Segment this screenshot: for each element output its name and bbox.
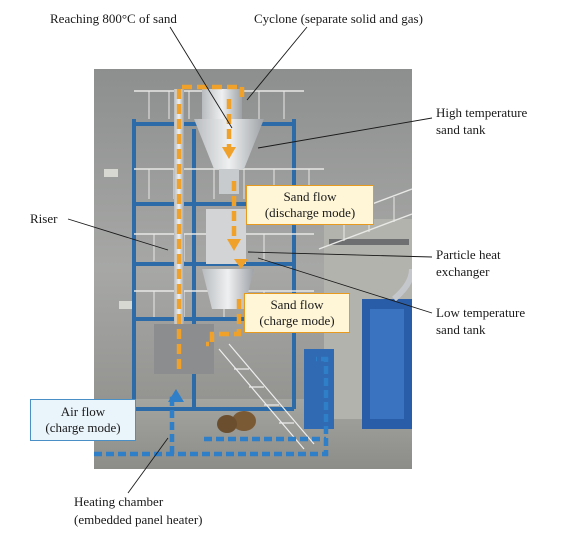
label-high-temp-tank-line2: sand tank (436, 122, 486, 137)
coil-1 (232, 411, 256, 431)
sand-flow-charge-mode: (charge mode) (259, 313, 335, 328)
air-flow-charge-mode: (charge mode) (45, 420, 121, 435)
staircase (218, 343, 315, 450)
label-high-temp-tank-line1: High temperature (436, 105, 528, 120)
sand-flow-arrows (222, 147, 248, 269)
air-flow-arrow (168, 389, 184, 402)
sand-flow-discharge-mode: (discharge mode) (264, 205, 356, 220)
label-cyclone: Cyclone (separate solid and gas) (254, 11, 423, 26)
sand-flow-charge-box: Sand flow (charge mode) (244, 293, 350, 333)
heat-exchanger (206, 209, 246, 264)
blue-tank (304, 349, 334, 429)
label-reaching-temperature: Reaching 800°C of sand (50, 11, 177, 26)
facility-illustration (94, 69, 412, 469)
facility-photo (94, 69, 412, 469)
air-flow-charge-box: Air flow (charge mode) (30, 399, 136, 441)
label-heat-exchanger-line1: Particle heat (436, 247, 501, 262)
coil-2 (217, 415, 237, 433)
sand-flow-discharge-box: Sand flow (discharge mode) (246, 185, 374, 225)
sand-flow-discharge-title: Sand flow (283, 189, 337, 204)
air-flow-charge-title: Air flow (60, 404, 106, 419)
sand-flow-charge-title: Sand flow (270, 297, 324, 312)
sand-flow-path (176, 84, 245, 369)
label-heat-exchanger-line2: exchanger (436, 264, 490, 279)
label-low-temp-tank-line1: Low temperature (436, 305, 526, 320)
label-heating-chamber-line1: Heating chamber (74, 494, 164, 509)
label-heating-chamber-line2: (embedded panel heater) (74, 512, 203, 527)
heating-chamber (154, 324, 214, 374)
label-riser: Riser (30, 211, 58, 226)
label-low-temp-tank-line2: sand tank (436, 322, 486, 337)
